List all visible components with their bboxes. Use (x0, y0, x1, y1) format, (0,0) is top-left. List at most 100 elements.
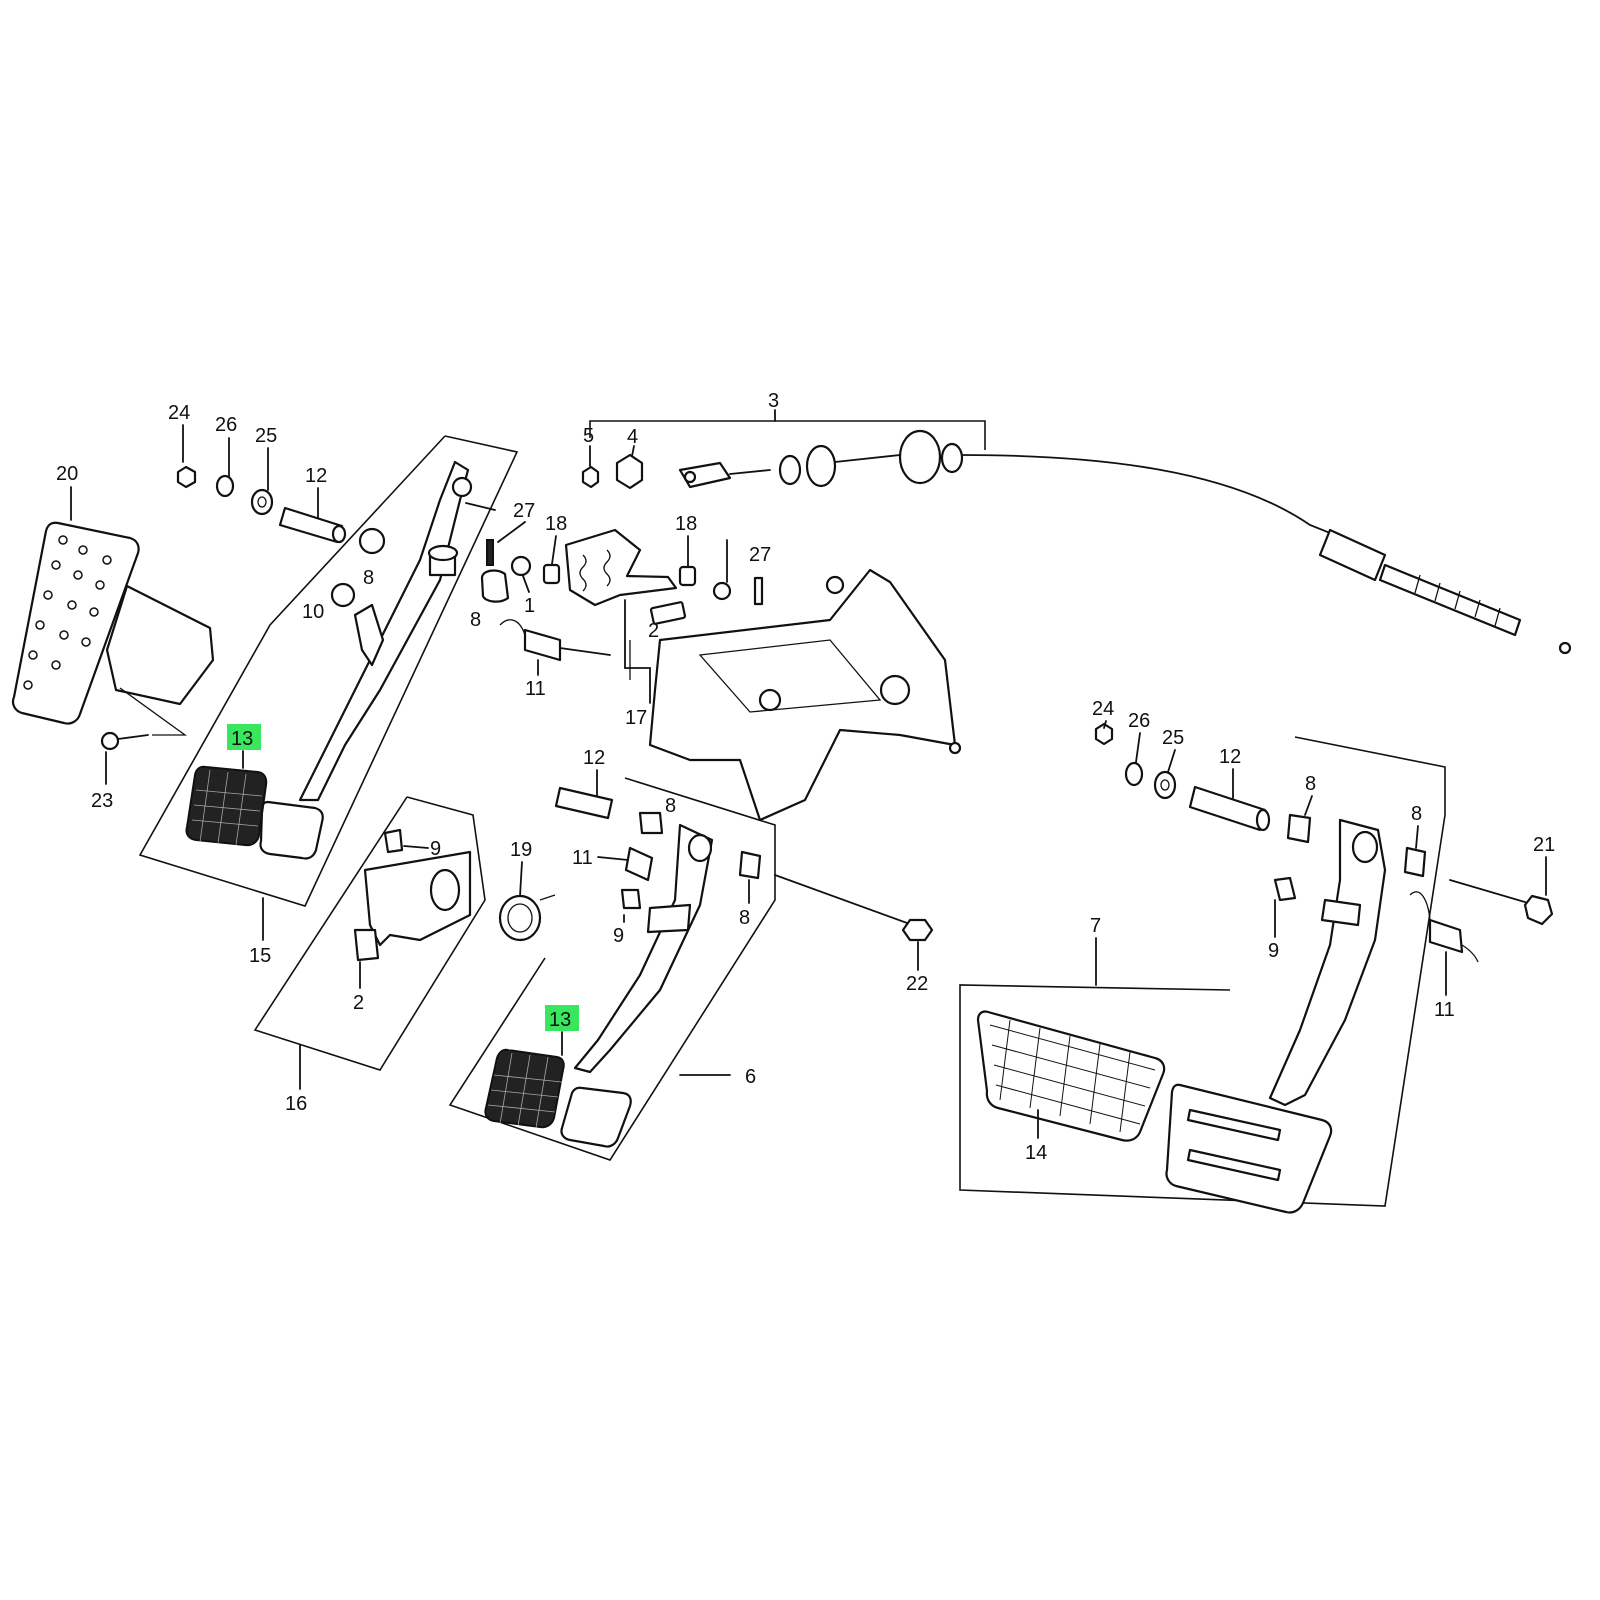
collar-12-left-end (331, 524, 347, 544)
callout-2-top: 2 (648, 620, 659, 642)
foot-rest-holes (23, 535, 112, 690)
callout-1: 1 (524, 595, 535, 617)
callout-8-brake-top: 8 (665, 795, 676, 817)
clutch-rubber-pad (185, 765, 268, 847)
cushion-clip-10 (330, 582, 356, 608)
clutch-pivot-boss (451, 476, 473, 498)
callout-11-mid: 11 (572, 847, 593, 869)
bushing-8-mid (480, 569, 510, 603)
bracket-hole-left (758, 688, 782, 712)
callout-26-right: 26 (1128, 710, 1150, 732)
clip-9-right (1273, 876, 1297, 902)
callout-21: 21 (1533, 834, 1555, 856)
clutch-pedal-arm (298, 460, 470, 802)
stopper-2-lower (353, 928, 380, 962)
callout-4: 4 (627, 426, 638, 448)
middle-hardware (480, 528, 764, 662)
stopper-2-top (649, 601, 687, 625)
callout-22: 22 (906, 973, 928, 995)
brake-switch-bracket (646, 903, 692, 934)
collar-12-mid (554, 786, 614, 820)
bushing-8-right-a (1286, 813, 1312, 844)
return-spring-19 (498, 894, 556, 942)
group-6-frame (448, 777, 776, 1161)
stop-1 (510, 555, 532, 577)
callout-8-right-a: 8 (1305, 773, 1316, 795)
clip-9-mid (620, 888, 642, 910)
bushing-8-brake-left (638, 811, 664, 835)
auto-pivot-boss (1351, 830, 1379, 864)
callout-15: 15 (249, 945, 271, 967)
auto-brake-pedal-group (959, 722, 1554, 1214)
callout-12-right: 12 (1219, 746, 1241, 768)
callout-10: 10 (302, 601, 324, 623)
nut-5 (581, 465, 600, 489)
brake-rubber-pad-grid (487, 1052, 563, 1129)
auto-brake-pedal-pad (1165, 1083, 1333, 1214)
collar-12-right-end (1255, 808, 1271, 832)
callout-14: 14 (1025, 1142, 1047, 1164)
pedal-bracket-17 (629, 568, 962, 822)
cushion-4 (615, 453, 644, 490)
bolt-22-head (901, 918, 934, 942)
callout-19: 19 (510, 839, 532, 861)
brake-pivot-boss (687, 833, 713, 863)
callout-18-left: 18 (545, 513, 567, 535)
stop-1-right (712, 581, 732, 601)
callout-11-right: 11 (1434, 999, 1455, 1021)
bracket-mount-hole (948, 741, 962, 755)
pin-27-left (486, 539, 494, 566)
switch-11-mid (624, 846, 654, 882)
bushing-8-left (358, 527, 386, 555)
callout-24-left: 24 (168, 402, 190, 424)
callout-25-left: 25 (255, 425, 277, 447)
clutch-bushing-top (427, 544, 459, 562)
switch-11-left (523, 628, 562, 662)
callout-13-left: 13 (231, 728, 253, 750)
callout-27-left: 27 (513, 500, 535, 522)
cable-end-fitting (1318, 528, 1387, 582)
cable-grommet-ring (940, 442, 964, 474)
brake-pedal-arm (573, 823, 714, 1074)
clutch-switch-bracket (353, 603, 385, 667)
cable-end-tip (1558, 641, 1572, 655)
pin-27-right (753, 576, 764, 606)
cable-adjuster (805, 444, 837, 488)
collar-12-right (1188, 785, 1267, 832)
clutch-pedal-frame (138, 435, 519, 907)
callout-9-left: 9 (430, 838, 441, 860)
bolt-23-shank (117, 734, 149, 740)
auto-switch-bracket (1320, 898, 1362, 927)
callout-12-mid: 12 (583, 747, 605, 769)
switch-11-right (1428, 918, 1464, 954)
callout-24-right: 24 (1092, 698, 1114, 720)
highlight-13-right-box (545, 1005, 579, 1031)
cable-line (961, 454, 1361, 546)
bracket-16-boss (429, 868, 461, 912)
brake-pedal-group (448, 777, 934, 1161)
clevis-hole (683, 470, 697, 484)
auto-pad-slot-2 (1186, 1148, 1282, 1182)
callout-11-left: 11 (525, 678, 546, 700)
washer-26-left (215, 474, 235, 498)
assist-spring-bracket (564, 528, 678, 607)
callout-27-right: 27 (749, 544, 771, 566)
bushing-8-right-b (1403, 846, 1427, 878)
washer-25-left (250, 488, 274, 516)
cable-grommet (898, 429, 942, 485)
auto-brake-pedal-arm (1268, 818, 1387, 1107)
bracket-hole-right (879, 674, 911, 706)
stopper-18-right (678, 565, 697, 587)
cable-end-spring (1378, 563, 1522, 637)
group-16-frame (253, 796, 486, 1071)
nut-24-right (1094, 722, 1114, 746)
callout-25-right: 25 (1162, 727, 1184, 749)
callout-7: 7 (1090, 915, 1101, 937)
clutch-rubber-pad-grid (191, 769, 263, 846)
callout-8-left: 8 (363, 567, 374, 589)
callout-6: 6 (745, 1066, 756, 1088)
callout-3: 3 (768, 390, 779, 412)
auto-rubber-pad-pattern (989, 1019, 1156, 1133)
clutch-cable-assembly (581, 409, 1572, 655)
